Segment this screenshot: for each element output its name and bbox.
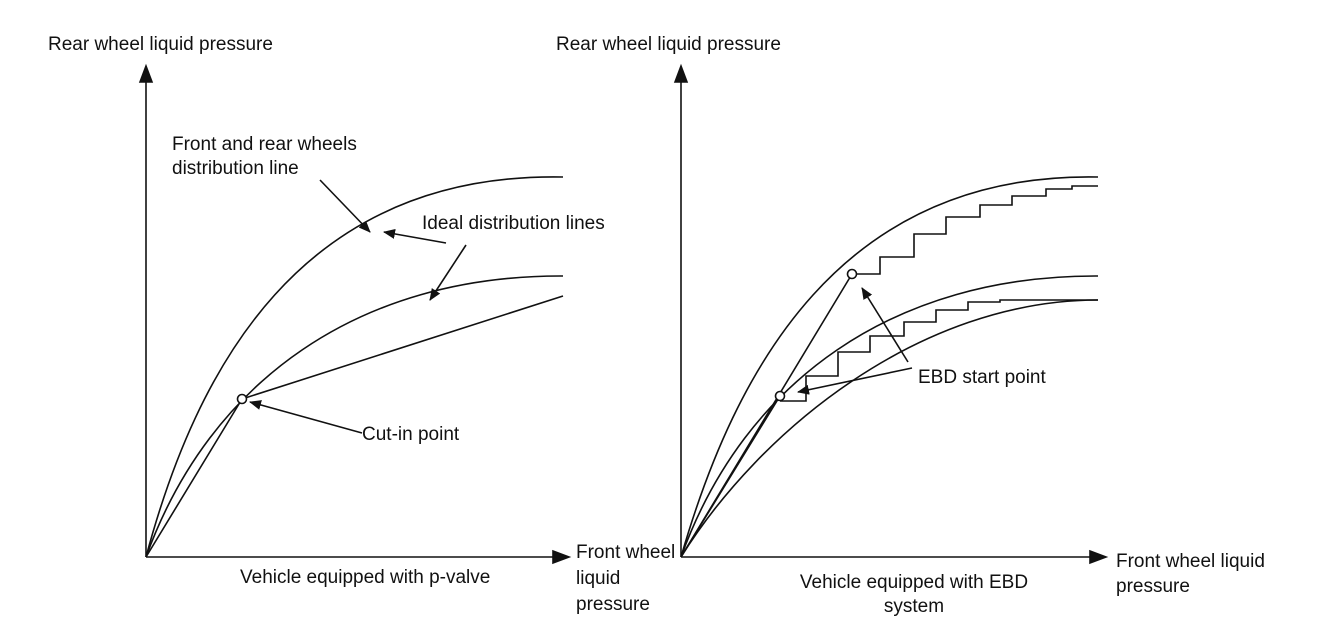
ideal-distribution-lines-label: Ideal distribution lines [422,213,605,234]
left-p-valve-line [145,295,564,558]
right-y-axis-arrowhead [673,63,689,83]
left-x-axis-label-line1: Front wheel [576,542,676,563]
left-arrow-ideal-1 [383,228,447,244]
right-arrow-ebd-upper [861,287,909,363]
left-arrow-to-front-rear-line [319,179,371,233]
right-x-axis-arrowhead [1089,549,1109,565]
left-caption: Vehicle equipped with p-valve [240,567,491,588]
right-caption-line1: Vehicle equipped with EBD [799,572,1029,593]
left-y-axis-label: Rear wheel liquid pressure [48,34,273,55]
left-panel [138,63,572,565]
right-x-axis-label-line2: pressure [1116,576,1190,597]
front-rear-distribution-label-line2: distribution line [172,158,299,179]
right-upper-ideal-curve [680,176,1099,558]
left-x-axis-arrowhead [552,549,572,565]
right-y-axis-label: Rear wheel liquid pressure [556,34,781,55]
right-ebd-start-point-lower [774,390,786,402]
front-rear-distribution-label-line1: Front and rear wheels [172,134,357,155]
right-ebd-start-point-upper [846,268,858,280]
right-panel [673,63,1109,565]
left-x-axis-label-line3: pressure [576,594,650,615]
left-x-axis-label-line2: liquid [576,568,621,589]
right-arrow-ebd-lower [797,367,913,395]
right-inner-curve [680,299,1099,558]
left-arrow-cut-in [249,400,363,434]
ebd-start-point-label: EBD start point [918,367,1046,388]
left-y-axis-arrowhead [138,63,154,83]
left-cut-in-point-marker [236,393,248,405]
cut-in-point-label: Cut-in point [362,424,460,445]
right-lower-ideal-curve [680,275,1099,558]
right-x-axis-label-line1: Front wheel liquid [1116,551,1265,572]
right-caption-line2: system [883,596,945,617]
right-ebd-line-lower [680,395,781,558]
left-ideal-distribution-curve [145,275,564,558]
left-front-rear-distribution-curve [145,176,564,558]
right-upper-staircase [852,185,1098,275]
right-lower-staircase [780,299,1098,402]
left-arrow-ideal-2 [429,244,467,301]
